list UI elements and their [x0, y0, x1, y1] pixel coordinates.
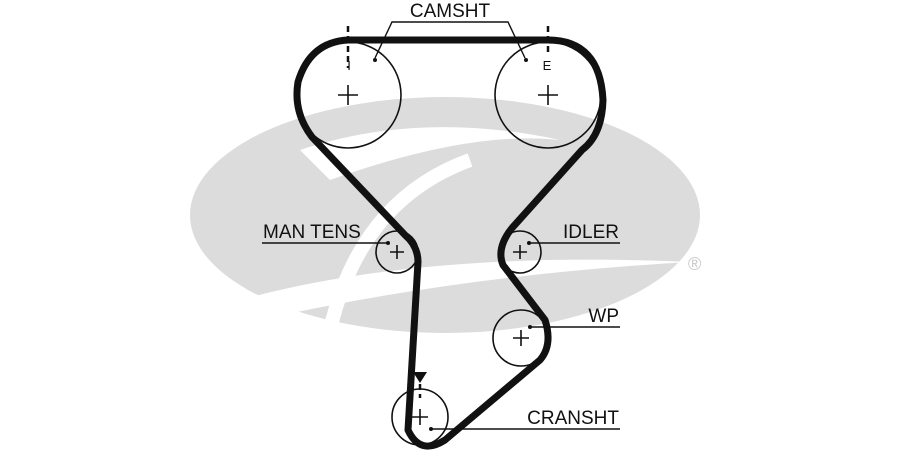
idler-label: IDLER — [563, 222, 619, 243]
exhaust-mark-label: E — [543, 58, 552, 73]
gates-watermark: ® — [190, 97, 701, 333]
camshaft-label: CAMSHT — [410, 1, 491, 22]
timing-belt — [293, 36, 607, 450]
manual-tensioner-label: MAN TENS — [263, 222, 361, 243]
intake-mark-label: I — [347, 58, 351, 73]
timing-marks — [346, 26, 550, 398]
crankshaft-label: CRANSHT — [527, 408, 619, 429]
crank-timing-arrow — [413, 372, 427, 383]
leader-lines — [262, 21, 620, 430]
registered-mark: ® — [688, 254, 701, 274]
water-pump-label: WP — [588, 306, 619, 327]
